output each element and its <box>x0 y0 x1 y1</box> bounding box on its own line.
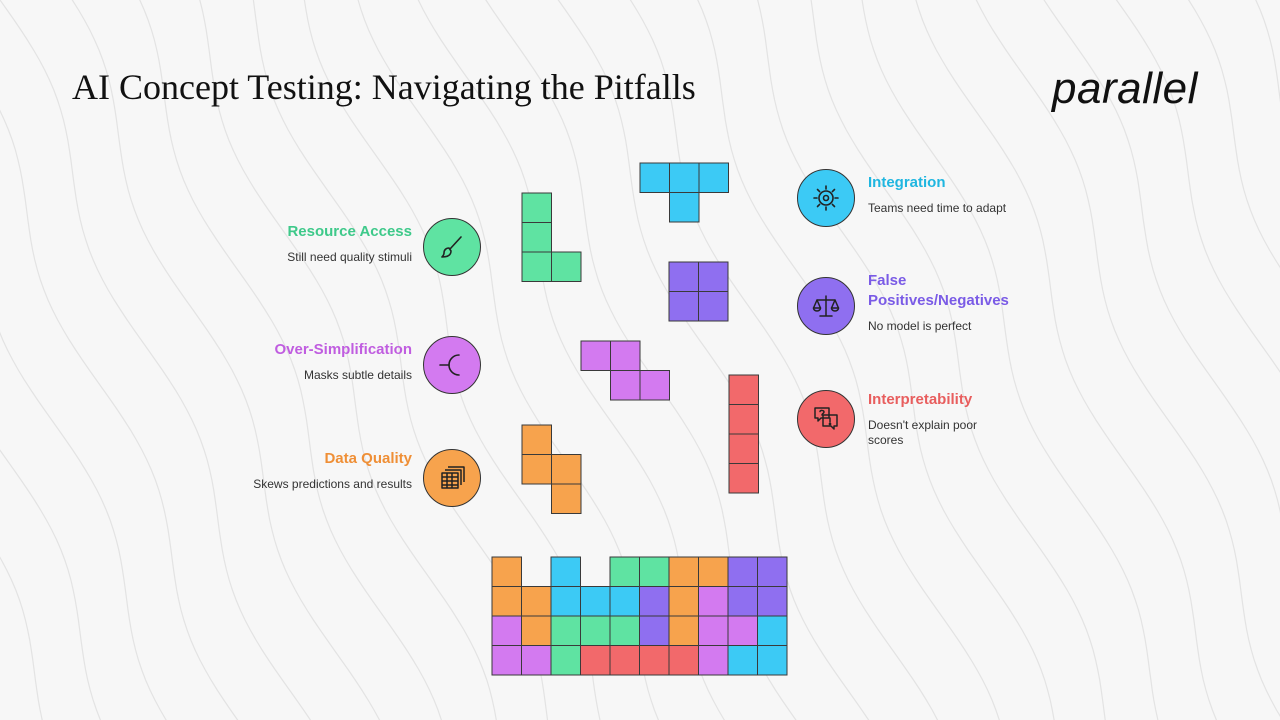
item-heading: False Positives/Negatives <box>868 272 1009 309</box>
tetris-o-piece-purple <box>698 291 729 322</box>
question-chat-icon <box>797 390 855 448</box>
item-description: Skews predictions and results <box>253 477 412 491</box>
item-description: Teams need time to adapt <box>868 201 1007 215</box>
tetris-t-piece-blue <box>698 162 729 193</box>
tetris-t-piece-blue <box>639 162 670 193</box>
item-integration: Integration Teams need time to adapt <box>868 173 1058 216</box>
tetris-l-piece-green <box>521 251 552 282</box>
tetris-stack-block <box>550 556 581 587</box>
tetris-stack-block <box>580 615 611 646</box>
item-description: Still need quality stimuli <box>287 250 412 264</box>
item-false-positives-negatives: False Positives/Negatives No model is pe… <box>868 271 1058 334</box>
item-description: Doesn't explain poor scores <box>868 418 978 447</box>
tetris-stack-block <box>639 615 670 646</box>
tetris-stack-block <box>491 586 522 617</box>
tetris-s-piece-orange <box>551 483 582 514</box>
tetris-stack-block <box>609 615 640 646</box>
tetris-stack-block <box>491 645 522 676</box>
tetris-stack-block <box>668 556 699 587</box>
item-over-simplification: Over-Simplification Masks subtle details <box>232 340 412 383</box>
tetris-stack-block <box>609 556 640 587</box>
item-interpretability: Interpretability Doesn't explain poor sc… <box>868 390 1058 448</box>
item-heading: Resource Access <box>287 223 412 240</box>
scale-icon <box>797 277 855 335</box>
tetris-stack-block <box>727 645 758 676</box>
item-heading: Integration <box>868 174 946 191</box>
item-heading: Interpretability <box>868 391 973 408</box>
item-resource-access: Resource Access Still need quality stimu… <box>232 222 412 265</box>
item-description: No model is perfect <box>868 319 972 333</box>
tetris-z-piece-violet <box>580 340 611 371</box>
tetris-o-piece-purple <box>668 261 699 292</box>
tetris-stack-block <box>698 645 729 676</box>
tetris-z-piece-violet <box>610 340 641 371</box>
tetris-stack-block <box>698 615 729 646</box>
tetris-stack-block <box>698 586 729 617</box>
tetris-stack-block <box>491 615 522 646</box>
tetris-stack-block <box>609 586 640 617</box>
tetris-stack-block <box>668 586 699 617</box>
tetris-stack-block <box>757 615 788 646</box>
tetris-stack-block <box>580 586 611 617</box>
item-data-quality: Data Quality Skews predictions and resul… <box>232 449 412 492</box>
tetris-i-piece-red <box>728 463 759 494</box>
tetris-o-piece-purple <box>698 261 729 292</box>
tetris-stack-block <box>521 615 552 646</box>
tetris-stack-block <box>550 645 581 676</box>
tetris-l-piece-green <box>521 222 552 253</box>
tetris-stack-block <box>609 645 640 676</box>
tetris-stack-block <box>698 556 729 587</box>
arc-icon <box>423 336 481 394</box>
tetris-stack-block <box>521 586 552 617</box>
tetris-l-piece-green <box>551 251 582 282</box>
tetris-stack-block <box>491 556 522 587</box>
item-heading: Data Quality <box>324 450 412 467</box>
tetris-l-piece-green <box>521 192 552 223</box>
tetris-t-piece-blue <box>669 192 700 223</box>
spreadsheet-icon <box>423 449 481 507</box>
tetris-stack-block <box>639 556 670 587</box>
page-title: AI Concept Testing: Navigating the Pitfa… <box>72 67 696 107</box>
tetris-t-piece-blue <box>669 162 700 193</box>
tetris-stack-block <box>727 586 758 617</box>
tetris-stack-block <box>639 586 670 617</box>
gear-icon <box>797 169 855 227</box>
item-description: Masks subtle details <box>303 368 412 382</box>
tetris-z-piece-violet <box>610 370 641 401</box>
tetris-stack-block <box>727 615 758 646</box>
tetris-i-piece-red <box>728 404 759 435</box>
tetris-o-piece-purple <box>668 291 699 322</box>
tetris-stack-block <box>550 586 581 617</box>
tetris-i-piece-red <box>728 374 759 405</box>
tetris-s-piece-orange <box>521 454 552 485</box>
item-heading: Over-Simplification <box>274 341 412 358</box>
tetris-stack-block <box>521 645 552 676</box>
tetris-stack-block <box>668 645 699 676</box>
paintbrush-icon <box>423 218 481 276</box>
tetris-stack-block <box>757 586 788 617</box>
tetris-stack-block <box>639 645 670 676</box>
tetris-i-piece-red <box>728 433 759 464</box>
tetris-s-piece-orange <box>551 454 582 485</box>
tetris-z-piece-violet <box>639 370 670 401</box>
tetris-stack-block <box>550 615 581 646</box>
tetris-stack-block <box>727 556 758 587</box>
tetris-stack-block <box>757 645 788 676</box>
tetris-stack-block <box>757 556 788 587</box>
tetris-stack-block <box>668 615 699 646</box>
parallel-logo: parallel <box>1052 64 1198 113</box>
tetris-stack-block <box>580 645 611 676</box>
tetris-s-piece-orange <box>521 424 552 455</box>
